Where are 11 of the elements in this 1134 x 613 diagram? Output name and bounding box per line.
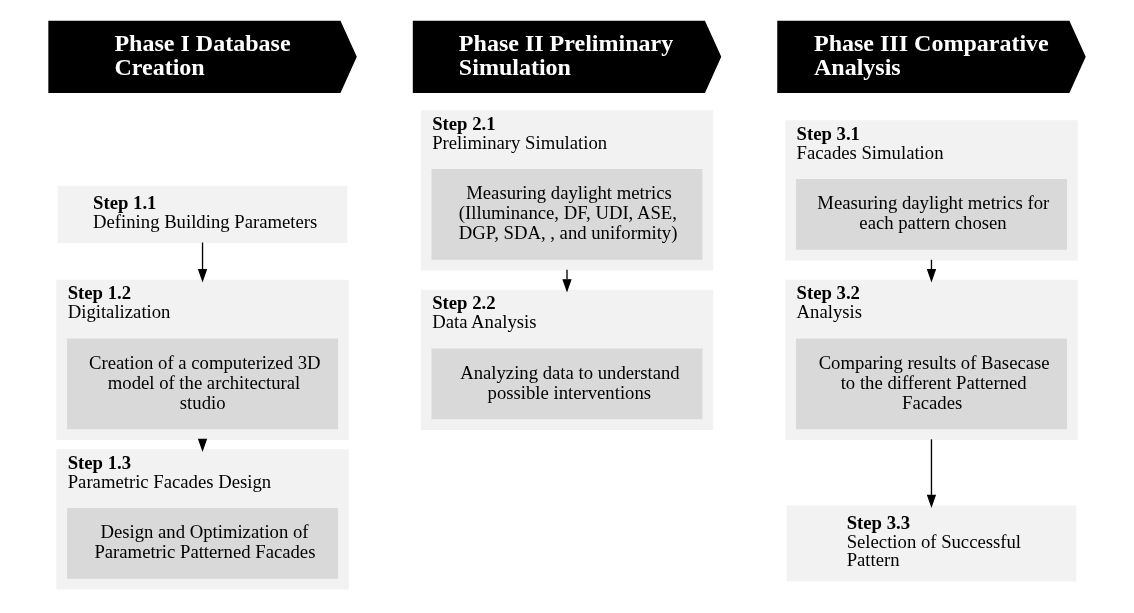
arrow <box>926 438 937 509</box>
node-box: Creation of a computerized 3D model of the architectural studio <box>67 338 339 430</box>
arrow <box>562 269 572 293</box>
arrow <box>197 241 208 283</box>
node-box: Measuring daylight metrics (Illuminance, DF, UDI, ASE, DGP, SDA, , and uniformity) <box>431 169 703 260</box>
node-box: Design and Optimization of Parametric Patterned Facades <box>67 508 339 579</box>
node-box: Analyzing data to understand possible interventions <box>431 348 703 420</box>
node-box: Step 3.3 Selection of Successful Pattern <box>786 505 1077 582</box>
node-box: Measuring daylight metrics for each pattern chosen <box>795 179 1067 250</box>
node-box: Step 1.1 Defining Building Parameters <box>57 185 348 244</box>
node-box: Comparing results of Basecase to the different Patterned Facades <box>795 338 1067 430</box>
